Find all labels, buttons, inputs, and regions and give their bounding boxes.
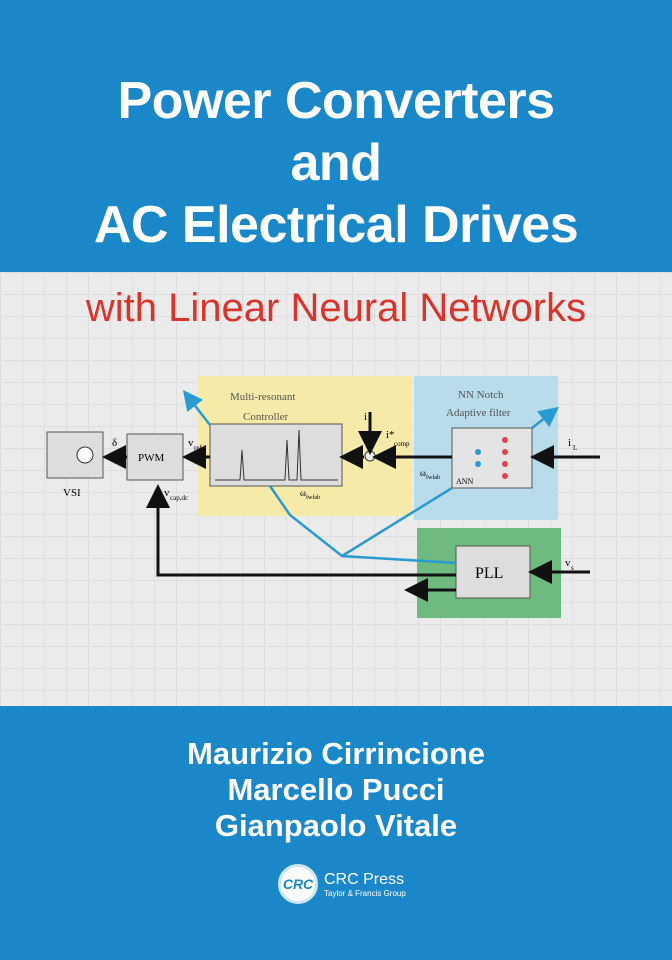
pwm-label: PWM	[138, 452, 165, 464]
author-2: Marcello Pucci	[227, 772, 445, 807]
pll-block	[455, 545, 531, 599]
il-sub-label: L	[573, 444, 577, 452]
title-line-3: AC Electrical Drives	[93, 196, 579, 254]
title-line-2: and	[290, 134, 382, 192]
publisher-logo: CRC CRC Press Taylor & Francis Group	[278, 864, 406, 904]
subtitle: with Linear Neural Networks	[85, 286, 587, 330]
summing-junction	[364, 450, 376, 462]
vs-sub-label: s	[571, 564, 574, 572]
diagram-area: with Linear Neural Networks Multi-resona…	[0, 272, 672, 706]
pwm-block	[126, 433, 184, 481]
publisher-group: Taylor & Francis Group	[324, 888, 406, 898]
vcapdc-sub-label: cap,dc	[170, 494, 188, 502]
vsi-label: VSI	[63, 487, 81, 499]
vref-sub-label: ref	[194, 444, 202, 452]
vs-label: v	[565, 557, 571, 569]
nn-label-2: Adaptive filter	[446, 407, 511, 419]
author-1: Maurizio Cirrincione	[187, 736, 485, 771]
title-line-1: Power Converters	[117, 72, 555, 130]
crc-logo-icon: CRC	[278, 864, 318, 904]
icomp-sub-label: comp	[394, 440, 410, 448]
icomp-label: i*	[386, 429, 395, 441]
ann-label: ANN	[456, 477, 474, 486]
nn-label-1: NN Notch	[458, 389, 504, 401]
publisher-name: CRC Press	[324, 870, 405, 888]
block-diagram: Multi-resonant Controller NN Notch Adapt…	[46, 376, 600, 618]
authors-band: Maurizio Cirrincione Marcello Pucci Gian…	[0, 706, 672, 960]
i-label: i	[364, 411, 367, 423]
author-3: Gianpaolo Vitale	[214, 808, 458, 843]
vref-label: v	[188, 437, 194, 449]
omega-sub-label-ctrl: fwfab	[306, 494, 320, 501]
title-band: Power Converters and AC Electrical Drive…	[0, 0, 672, 272]
ann-block	[451, 427, 533, 489]
pll-label: PLL	[475, 565, 503, 582]
omega-sub-label-nn: fwfab	[426, 474, 440, 481]
vsi-block	[46, 431, 104, 479]
omega-label-ctrl: ω	[300, 488, 306, 498]
delta-label: δ	[112, 437, 117, 449]
controller-label-1: Multi-resonant	[230, 391, 295, 403]
controller-label-2: Controller	[243, 411, 289, 423]
il-label: i	[568, 437, 571, 449]
omega-label-nn: ω	[420, 468, 426, 478]
controller-block	[209, 423, 343, 487]
